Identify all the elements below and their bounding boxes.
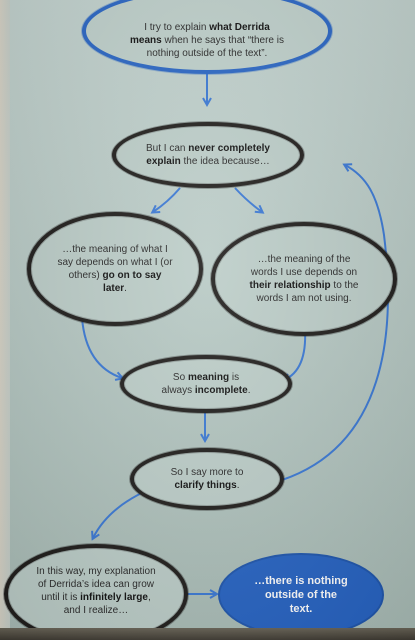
node-clarify-text-1: So I say more to (170, 467, 244, 478)
node-start-bold-2: means (130, 34, 162, 46)
arrow-later-to-incomplete (81, 317, 125, 381)
node-cannot-explain: But I can never completely explain the id… (112, 122, 304, 188)
node-incomplete: So meaning is always incomplete. (120, 355, 292, 413)
node-incomplete-text-3: . (247, 385, 251, 396)
page-bottom-edge (0, 628, 415, 640)
node-infinite-bold: infinitely large (80, 592, 148, 603)
arrow-explain-to-later (150, 187, 181, 214)
node-infinite: In this way, my explanation of Derrida’s… (4, 544, 188, 640)
node-conclusion: …there is nothing outside of the text. (218, 553, 384, 637)
node-incomplete-bold-2: incomplete (194, 385, 248, 396)
node-relationship-bold: their relationship (249, 280, 331, 291)
node-cannot-explain-bold-2: explain (146, 156, 181, 167)
node-cannot-explain-text-1: But I can (146, 143, 189, 154)
arrow-explain-to-relationship (234, 187, 265, 214)
node-clarify-text-2: . (236, 480, 240, 491)
node-later-words-text-2: . (124, 283, 127, 294)
node-later-words-text: …the meaning of what I say depends on wh… (57, 243, 173, 295)
node-relationship: …the meaning of the words I use depends … (211, 222, 397, 336)
node-start-text: I try to explain what Derrida means when … (116, 21, 298, 60)
node-relationship-text-1: …the meaning of the words I use depends … (250, 254, 358, 278)
node-conclusion-text: …there is nothing outside of the text. (254, 574, 348, 616)
node-incomplete-bold-1: meaning (187, 372, 230, 383)
node-incomplete-text: So meaning is always incomplete. (158, 371, 254, 397)
node-start-text-1: I try to explain (144, 21, 210, 33)
node-later-words-text-1: …the meaning of what I say depends on wh… (57, 244, 173, 281)
node-incomplete-text-2: is always (161, 372, 240, 396)
arrow-relationship-to-incomplete (281, 329, 307, 383)
node-infinite-text-1: In this way, my explanation of Derrida’s… (36, 566, 156, 603)
node-cannot-explain-text-2: the idea because… (180, 156, 270, 167)
node-clarify-text: So I say more to clarify things. (160, 466, 254, 492)
node-later-words-bold: go on to say later (102, 270, 162, 294)
node-infinite-text: In this way, my explanation of Derrida’s… (34, 565, 158, 617)
node-relationship-text-2: to the words I am not using. (256, 280, 359, 304)
node-start-bold-1: what Derrida (209, 21, 270, 33)
node-start: I try to explain what Derrida means when … (82, 0, 332, 74)
node-infinite-text-2: , and I realize… (63, 592, 151, 616)
node-clarify-bold: clarify things (174, 480, 237, 491)
node-cannot-explain-text: But I can never completely explain the id… (146, 142, 270, 168)
node-clarify: So I say more to clarify things. (130, 448, 284, 510)
node-relationship-text: …the meaning of the words I use depends … (243, 253, 365, 305)
page-edge (0, 0, 10, 640)
arrow-clarify-to-infinite (91, 489, 149, 541)
node-cannot-explain-bold-1: never completely (188, 143, 270, 154)
node-later-words: …the meaning of what I say depends on wh… (27, 212, 203, 326)
node-incomplete-text-1: So (172, 372, 188, 383)
node-start-text-2: when he says that “there is nothing outs… (146, 34, 284, 59)
